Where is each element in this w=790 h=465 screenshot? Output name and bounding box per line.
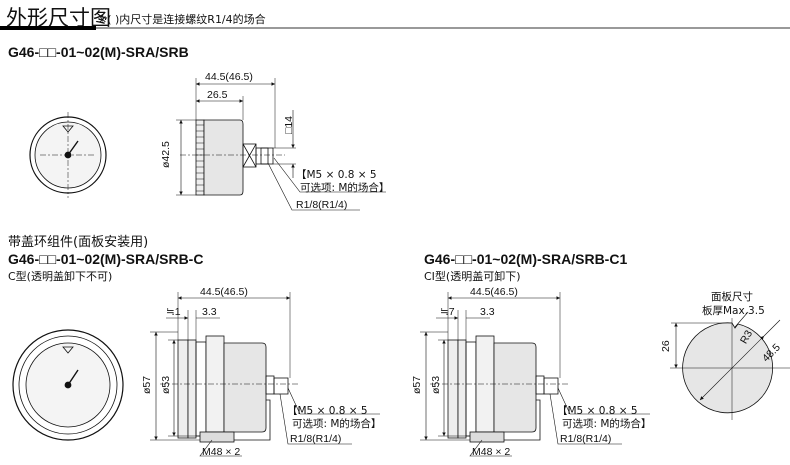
panel-thickness: 板厚Max.3.5 xyxy=(702,305,765,317)
dim-thread: R1/8(R1/4) xyxy=(296,199,348,211)
option-line-2-c1: 可选项: M的场合】 xyxy=(562,418,652,430)
side-view-gauge-with-ring xyxy=(150,292,380,457)
dim-notch-height: 26 xyxy=(660,340,672,352)
dim-inner-diameter-c: ø53 xyxy=(160,375,172,394)
dim-hex: □14 xyxy=(283,115,295,134)
option-line-1: 【M5 × 0.8 × 5 xyxy=(296,169,377,181)
front-view-gauge-with-ring xyxy=(12,329,124,441)
dim-flange-c: 3.3 xyxy=(202,306,217,318)
option-line-1-c1: 【M5 × 0.8 × 5 xyxy=(557,405,638,417)
dim-inner-diameter-c1: ø53 xyxy=(430,375,442,394)
dim-overall-length: 44.5(46.5) xyxy=(205,71,253,83)
model-heading-c1: G46-□□-01~02(M)-SRA/SRB-C1 xyxy=(424,251,628,267)
option-line-2-c: 可选项: M的场合】 xyxy=(292,418,382,430)
panel-title: 面板尺寸 xyxy=(711,291,753,303)
dim-flange-c1: 3.3 xyxy=(480,306,495,318)
model-heading-c: G46-□□-01~02(M)-SRA/SRB-C xyxy=(8,251,204,267)
title-rule xyxy=(96,27,790,29)
dim-overall-length-c1: 44.5(46.5) xyxy=(470,286,518,298)
section-heading-panel-mount: 带盖环组件(面板安装用) xyxy=(8,235,149,250)
option-line-1-c: 【M5 × 0.8 × 5 xyxy=(287,405,368,417)
front-view-gauge xyxy=(29,112,107,198)
dim-gap-c1: ≒7 xyxy=(440,306,455,318)
model-heading-standard: G46-□□-01~02(M)-SRA/SRB xyxy=(8,44,189,60)
dim-ring-thread-c1: M48 × 2 xyxy=(472,446,511,458)
title-underline xyxy=(0,26,96,30)
dim-outer-diameter-c: ø57 xyxy=(141,375,153,394)
dim-body-length: 26.5 xyxy=(207,89,228,101)
dim-thread-c1: R1/8(R1/4) xyxy=(560,433,612,445)
model-subtitle-c1: CI型(透明盖可卸下) xyxy=(424,270,521,283)
panel-cutout-drawing xyxy=(670,311,790,420)
dimension-note: ※( )内尺寸是连接螺纹R1/4的场合 xyxy=(98,13,266,26)
dim-diameter: ø42.5 xyxy=(160,141,172,168)
model-subtitle-c: C型(透明盖卸下不可) xyxy=(8,270,113,283)
dim-ring-thread-c: M48 × 2 xyxy=(202,446,241,458)
dim-outer-diameter-c1: ø57 xyxy=(411,375,423,394)
option-line-2: 可选项: M的场合】 xyxy=(300,182,390,194)
dim-gap-c: ≒1 xyxy=(166,306,181,318)
dim-thread-c: R1/8(R1/4) xyxy=(290,433,342,445)
dim-overall-length-c: 44.5(46.5) xyxy=(200,286,248,298)
side-view-gauge xyxy=(176,78,386,211)
